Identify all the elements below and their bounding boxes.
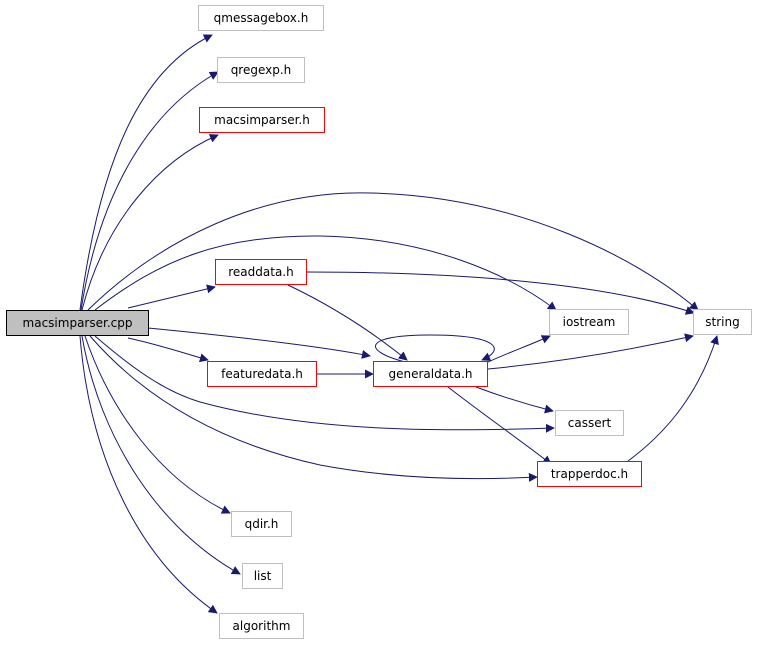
node-label: macsimparser.cpp (22, 316, 133, 330)
node-macsimparser-cpp[interactable]: macsimparser.cpp (6, 310, 149, 336)
edge-macsimparser-cpp-to-algorithm (79, 335, 218, 614)
node-readdata-h[interactable]: readdata.h (215, 259, 307, 285)
edge-macsimparser-cpp-to-list (81, 335, 241, 575)
edge-macsimparser-cpp-to-macsimparser-h (81, 134, 219, 311)
node-qdir-h[interactable]: qdir.h (231, 511, 292, 537)
edge-generaldata-h-to-iostream (487, 335, 551, 363)
node-list[interactable]: list (242, 563, 283, 589)
edge-macsimparser-cpp-to-qregexp-h (80, 71, 219, 311)
edge-generaldata-h-to-string (487, 333, 694, 370)
node-qregexp-h[interactable]: qregexp.h (217, 57, 305, 83)
edge-macsimparser-cpp-to-cassert (94, 335, 555, 433)
node-trapperdoc-h[interactable]: trapperdoc.h (537, 461, 642, 487)
node-label: qmessagebox.h (213, 11, 309, 25)
node-label: generaldata.h (388, 367, 473, 381)
node-label: qdir.h (244, 517, 279, 531)
edge-generaldata-h-to-trapperdoc-h (447, 386, 552, 465)
node-label: algorithm (232, 619, 291, 633)
edge-macsimparser-cpp-to-string (87, 192, 699, 311)
node-label: string (705, 315, 740, 329)
node-cassert[interactable]: cassert (555, 410, 624, 436)
node-iostream[interactable]: iostream (549, 309, 629, 335)
node-label: iostream (562, 315, 616, 329)
edge-macsimparser-cpp-to-featuredata-h (127, 337, 209, 363)
edge-macsimparser-cpp-to-generaldata-h (147, 327, 371, 359)
node-algorithm[interactable]: algorithm (219, 613, 304, 639)
node-label: qregexp.h (230, 63, 292, 77)
node-macsimparser-h[interactable]: macsimparser.h (199, 107, 325, 133)
node-label: list (253, 569, 272, 583)
edge-generaldata-h-to-generaldata-h (375, 334, 495, 363)
edge-readdata-h-to-generaldata-h (287, 284, 408, 361)
edge-readdata-h-to-string (306, 271, 695, 315)
node-generaldata-h[interactable]: generaldata.h (373, 361, 488, 387)
edge-generaldata-h-to-cassert (475, 386, 554, 414)
edge-macsimparser-cpp-to-qmessagebox-h (79, 34, 213, 311)
node-label: readdata.h (228, 265, 294, 279)
edge-macsimparser-cpp-to-qdir-h (84, 335, 231, 514)
edge-macsimparser-cpp-to-trapperdoc-h (89, 335, 538, 482)
node-string[interactable]: string (693, 309, 752, 335)
node-qmessagebox-h[interactable]: qmessagebox.h (198, 5, 324, 31)
node-label: trapperdoc.h (550, 467, 629, 481)
edge-macsimparser-cpp-to-readdata-h (127, 284, 216, 309)
node-label: macsimparser.h (214, 113, 310, 127)
node-label: featuredata.h (221, 367, 303, 381)
edge-macsimparser-cpp-to-iostream (94, 235, 557, 311)
edge-trapperdoc-h-to-string (627, 335, 719, 462)
node-featuredata-h[interactable]: featuredata.h (207, 361, 317, 387)
node-label: cassert (567, 416, 612, 430)
